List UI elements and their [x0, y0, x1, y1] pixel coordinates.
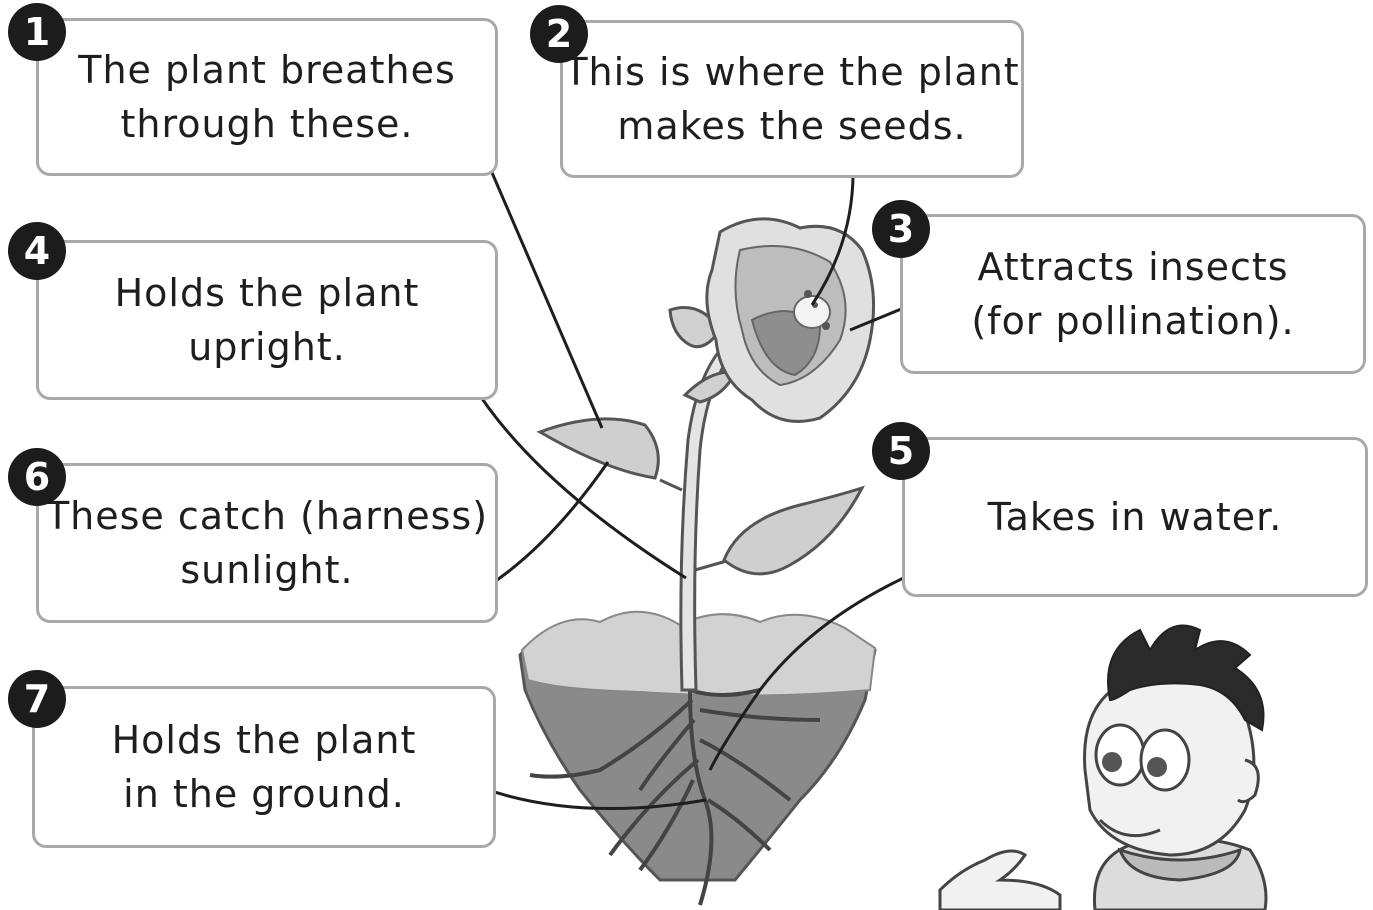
- label-3-line-2: (for pollination).: [971, 294, 1294, 348]
- label-5-line-1: Takes in water.: [988, 490, 1283, 544]
- number-badge-2: 2: [530, 5, 588, 63]
- number-badge-7: 7: [8, 670, 66, 728]
- label-box-6: These catch (harness) sunlight.: [36, 463, 498, 623]
- label-box-1: The plant breathes through these.: [36, 18, 498, 176]
- label-box-2: This is where the plant makes the seeds.: [560, 20, 1024, 178]
- label-6-line-2: sunlight.: [180, 543, 353, 597]
- label-box-5: Takes in water.: [902, 437, 1368, 597]
- number-badge-5: 5: [872, 422, 930, 480]
- label-7-line-2: in the ground.: [123, 767, 405, 821]
- label-4-line-1: Holds the plant: [115, 266, 420, 320]
- label-box-7: Holds the plant in the ground.: [32, 686, 496, 848]
- label-7-line-1: Holds the plant: [112, 713, 417, 767]
- label-3-line-1: Attracts insects: [977, 240, 1288, 294]
- label-2-line-2: makes the seeds.: [617, 99, 966, 153]
- flower: [707, 219, 874, 422]
- number-badge-3: 3: [872, 200, 930, 258]
- number-badge-4: 4: [8, 222, 66, 280]
- label-4-line-2: upright.: [188, 320, 346, 374]
- soil-block: [520, 612, 875, 880]
- label-box-4: Holds the plant upright.: [36, 240, 498, 400]
- label-1-line-1: The plant breathes: [78, 43, 456, 97]
- number-badge-6: 6: [8, 448, 66, 506]
- boy-character: [940, 626, 1266, 910]
- label-1-line-2: through these.: [120, 97, 413, 151]
- label-box-3: Attracts insects (for pollination).: [900, 214, 1366, 374]
- label-2-line-1: This is where the plant: [564, 45, 1019, 99]
- number-badge-1: 1: [8, 3, 66, 61]
- label-6-line-1: These catch (harness): [46, 489, 488, 543]
